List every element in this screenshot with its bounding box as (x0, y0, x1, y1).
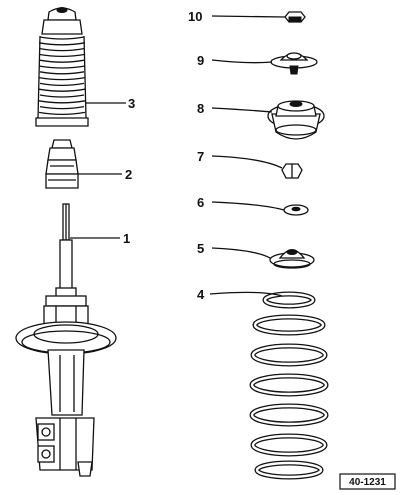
part-protective-boot (35, 7, 89, 127)
boot-rib (39, 105, 85, 110)
part-spring-seat (269, 249, 315, 269)
part-self-locking-nut (281, 163, 303, 179)
part-nut-top (284, 11, 306, 23)
spring-coil-highlight (250, 374, 328, 396)
callout-5: 5 (197, 241, 204, 256)
boot-rib (38, 100, 86, 104)
boot-rib (38, 111, 86, 116)
callout-10: 10 (188, 9, 202, 24)
boot-rib (39, 71, 85, 75)
leader-lines (70, 15, 286, 297)
callout-7: 7 (197, 149, 204, 164)
part-washer (283, 204, 309, 216)
part-bump-stop (45, 139, 79, 189)
boot-rib (38, 76, 86, 81)
boot-rib (39, 47, 85, 52)
boot-rib (38, 88, 86, 92)
reference-code: 40-1231 (349, 477, 386, 488)
callout-6: 6 (197, 195, 204, 210)
callout-2: 2 (125, 167, 132, 182)
boot-rib (39, 36, 85, 40)
callout-labels: 1 2 3 4 5 6 7 8 9 10 (123, 9, 205, 302)
part-strut-mount (267, 100, 325, 140)
part-coil-spring (249, 291, 329, 480)
boot-rib (39, 82, 85, 87)
boot-rib (38, 53, 86, 58)
boot-rib (38, 65, 86, 69)
boot-rib (38, 42, 86, 46)
reference-code-box: 40-1231 (339, 473, 396, 490)
callout-8: 8 (197, 101, 204, 116)
spring-coil-highlight (251, 434, 327, 456)
part-shock-absorber-strut (15, 203, 117, 477)
callout-9: 9 (197, 53, 204, 68)
spring-coil-highlight (253, 315, 325, 335)
part-spacer-disc (270, 52, 318, 75)
spring-coil-highlight (263, 292, 315, 308)
callout-1: 1 (123, 231, 130, 246)
spring-coil-highlight (251, 344, 327, 366)
boot-rib (39, 59, 85, 63)
callout-3: 3 (128, 96, 135, 111)
spring-coil-highlight (255, 461, 323, 479)
spring-coil-highlight (250, 404, 328, 426)
boot-rib (39, 94, 85, 98)
callout-4: 4 (197, 287, 205, 302)
